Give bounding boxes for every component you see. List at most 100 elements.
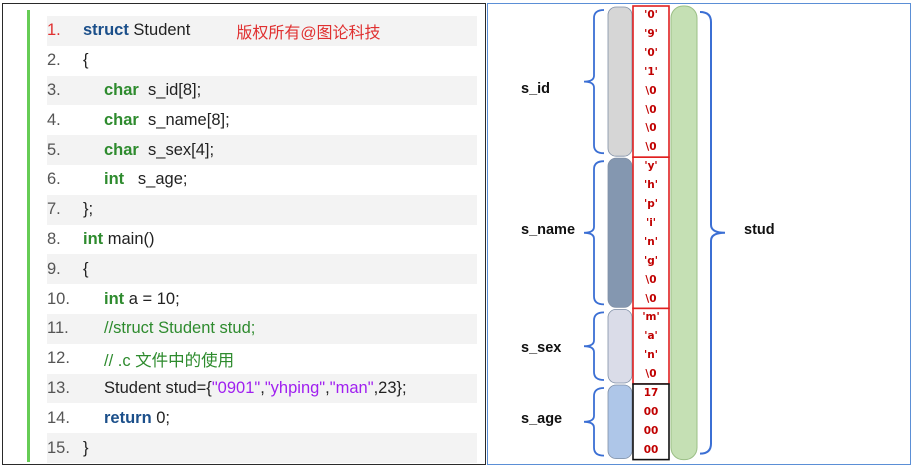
- s-sex-field-outline: [632, 307, 670, 385]
- code-text: s_id[8];: [138, 80, 202, 99]
- code-line-4: 4.char s_name[8];: [47, 105, 477, 135]
- line-number: 7.: [47, 200, 61, 219]
- s-id-byte: '0': [644, 9, 658, 21]
- line-number: 10.: [47, 289, 70, 308]
- code-line-9: 9.{: [47, 254, 477, 285]
- s-age-field-outline: [632, 383, 670, 461]
- label-s-sex: s_sex: [521, 340, 562, 356]
- memory-layout-diagram: s_id s_name s_sex s_age stud '0' '9' '0' '1…: [487, 3, 911, 465]
- s-age-brace: [583, 387, 605, 457]
- code-text: s_sex[4];: [138, 140, 215, 159]
- code-text: main(): [103, 229, 155, 248]
- s-id-brace: [583, 9, 605, 155]
- label-s-age: s_age: [521, 411, 563, 427]
- string-literal: "yhping": [264, 378, 326, 397]
- code-text: };: [83, 200, 94, 219]
- s-sex-brace: [583, 311, 605, 381]
- s-age-byte: 00: [643, 405, 659, 418]
- s-name-byte: 'h': [644, 179, 658, 192]
- code-text: ,: [260, 378, 265, 397]
- code-line-7: 7.};: [47, 194, 477, 225]
- code-line-6: 6. int s_age;: [47, 165, 477, 195]
- s-name-byte: 'g': [644, 254, 658, 267]
- code-line-2: 2. {: [47, 46, 477, 76]
- code-line-15: 15.}: [47, 433, 477, 463]
- s-sex-byte: 'm': [642, 311, 660, 324]
- s-name-block: [607, 157, 633, 308]
- s-id-field-outline: [632, 5, 670, 158]
- type-int: int: [104, 170, 125, 189]
- line-number: 8.: [47, 229, 61, 248]
- s-age-byte: 00: [643, 424, 659, 437]
- code-text: s_name[8];: [138, 110, 230, 129]
- line-number: 11.: [47, 319, 69, 338]
- s-id-byte: '0': [644, 46, 658, 59]
- s-id-byte: \0: [645, 141, 657, 154]
- code-comment: //struct Student stud;: [104, 319, 256, 338]
- line-number: 1.: [47, 21, 61, 40]
- s-age-byte: 17: [643, 387, 659, 399]
- line-number: 13.: [47, 378, 70, 397]
- code-line-14: 14. return 0;: [47, 403, 477, 433]
- keyword-return: return: [104, 408, 152, 427]
- stud-brace: [699, 11, 726, 455]
- s-id-byte: \0: [645, 103, 657, 116]
- s-id-byte: \0: [645, 84, 657, 97]
- label-s-name: s_name: [521, 222, 576, 238]
- code-line-12: 12. // .c 文件中的使用: [47, 344, 477, 374]
- line-number: 2.: [47, 51, 61, 70]
- line-number: 3.: [47, 80, 61, 99]
- s-id-byte: '1': [644, 65, 658, 78]
- code-line-11: 11. //struct Student stud;: [47, 313, 477, 344]
- code-text: s_age;: [124, 170, 188, 189]
- label-s-id: s_id: [521, 81, 551, 97]
- code-line-1: 1. struct Student 版权所有@图论科技: [47, 16, 477, 46]
- s-name-byte: 'y': [644, 160, 658, 173]
- line-number: 15.: [47, 438, 70, 457]
- type-int: int: [83, 229, 104, 248]
- code-text: ,23};: [373, 378, 407, 397]
- code-text: {: [83, 259, 89, 278]
- label-stud: stud: [744, 222, 775, 238]
- type-int: int: [104, 289, 125, 308]
- code-text: ,: [325, 378, 330, 397]
- s-name-byte: \0: [645, 273, 657, 286]
- s-id-byte: '9': [644, 27, 658, 40]
- s-age-byte: 00: [643, 443, 659, 456]
- code-text: a = 10;: [124, 289, 180, 308]
- s-name-byte: 'n': [644, 235, 658, 248]
- string-literal: "man": [329, 378, 374, 397]
- code-line-5: 5.char s_sex[4];: [47, 135, 477, 165]
- code-gutter-bar: [27, 10, 30, 462]
- s-name-byte: \0: [645, 292, 657, 305]
- string-literal: "0901": [211, 378, 261, 397]
- s-sex-byte: \0: [645, 368, 657, 381]
- line-number: 6.: [47, 170, 61, 189]
- line-number: 14.: [47, 408, 70, 427]
- s-age-block: [607, 384, 633, 459]
- code-line-10: 10. int a = 10;: [47, 284, 477, 314]
- line-number: 12.: [47, 349, 70, 368]
- code-text: }: [83, 438, 89, 457]
- memory-layout-svg: [583, 5, 726, 461]
- keyword-struct: struct: [83, 21, 129, 40]
- s-id-block: [607, 6, 633, 157]
- code-text: Student stud={: [104, 378, 212, 397]
- code-line-8: 8. int main(): [47, 225, 477, 255]
- s-sex-byte: 'a': [644, 330, 658, 343]
- watermark-text: 版权所有@图论科技: [236, 24, 381, 42]
- type-char: char: [104, 140, 139, 159]
- s-name-brace: [583, 160, 605, 306]
- s-sex-block: [607, 308, 633, 384]
- struct-name: Student: [128, 21, 191, 40]
- s-id-byte: \0: [645, 122, 657, 135]
- code-line-3: 3.char s_id[8];: [47, 75, 477, 106]
- code-comment: // .c 文件中的使用: [104, 351, 235, 370]
- type-char: char: [104, 110, 139, 129]
- s-name-byte: 'i': [645, 216, 657, 229]
- code-text: {: [83, 51, 89, 70]
- s-name-byte: 'p': [644, 198, 658, 210]
- code-text: 0;: [151, 408, 171, 427]
